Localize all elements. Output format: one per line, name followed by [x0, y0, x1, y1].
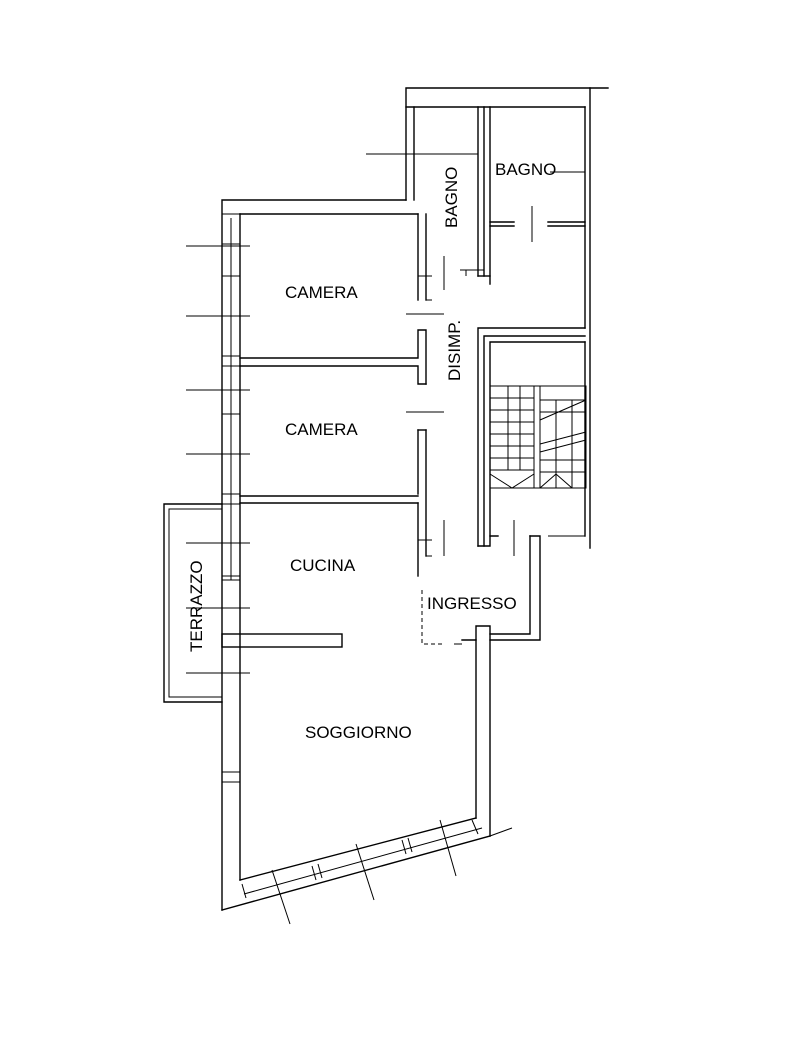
label-camera-top: CAMERA	[285, 283, 358, 302]
label-terrazzo: TERRAZZO	[187, 560, 206, 652]
label-bagno-small: BAGNO	[442, 167, 461, 228]
label-soggiorno: SOGGIORNO	[305, 723, 412, 742]
staircase	[489, 385, 587, 489]
bottom-windows	[241, 819, 483, 925]
label-camera-middle: CAMERA	[285, 420, 358, 439]
label-ingresso: INGRESSO	[427, 594, 517, 613]
terrace-outline	[163, 503, 223, 703]
outer-walls	[221, 87, 609, 911]
room-labels: BAGNO BAGNO CAMERA CAMERA DISIMP. CUCINA…	[187, 160, 556, 742]
label-cucina: CUCINA	[290, 556, 356, 575]
left-windows	[186, 213, 250, 783]
label-bagno-main: BAGNO	[495, 160, 556, 179]
interior-walls	[221, 106, 586, 648]
label-disimpegno: DISIMP.	[445, 320, 464, 381]
